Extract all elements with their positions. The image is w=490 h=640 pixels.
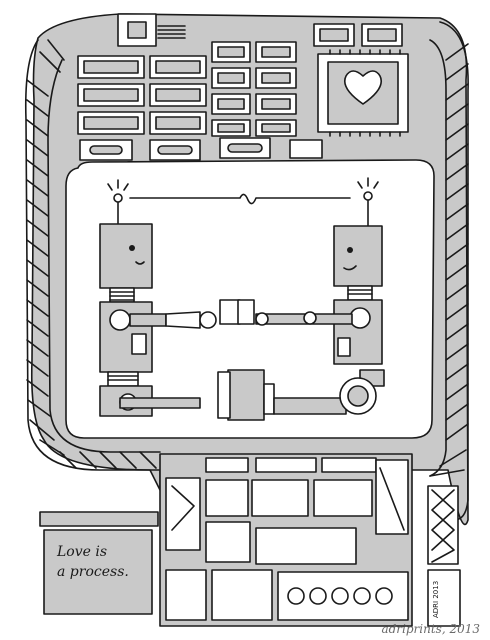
caption: Love is a process. [57, 542, 152, 582]
robot-left [99, 179, 153, 417]
panel-modules [165, 457, 409, 621]
heart-icon [344, 70, 382, 105]
chip-array [77, 23, 403, 137]
component-row [79, 137, 323, 161]
caption-line-1: Love is [57, 544, 108, 560]
lattice-tower [427, 485, 459, 565]
caption-box [43, 529, 153, 615]
left-hatched-pipe [24, 39, 161, 471]
lower-left-bar [39, 511, 159, 527]
robot-right [333, 177, 385, 387]
linkage [119, 299, 377, 421]
artist-signature: adriprints, 2013 [381, 622, 480, 636]
corner-tag: ADRI 2013 [432, 580, 440, 618]
caption-line-2: a process. [57, 564, 129, 580]
